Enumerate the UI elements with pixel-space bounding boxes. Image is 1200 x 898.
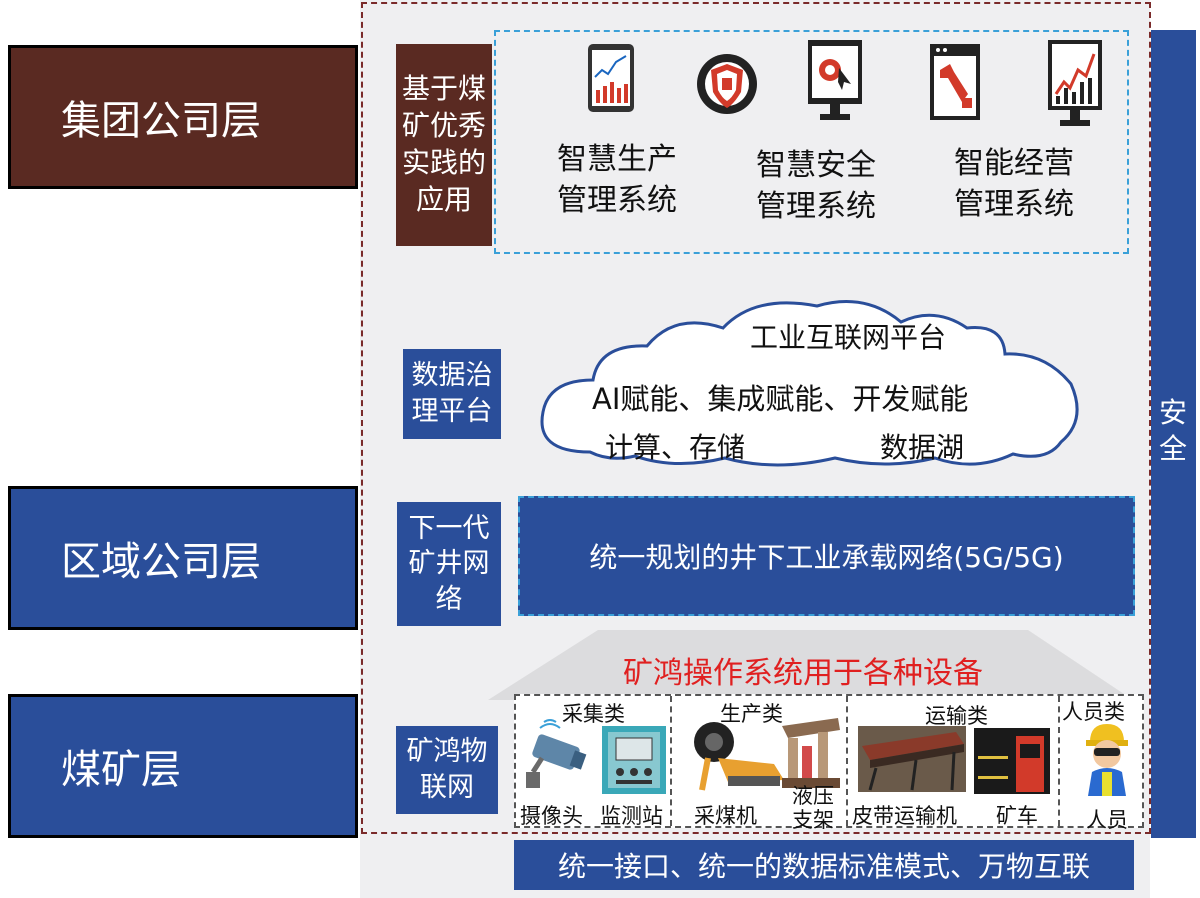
device-group-transport	[848, 696, 1060, 826]
cloud-compute-storage: 计算、存储	[605, 431, 746, 464]
camera-icon	[520, 718, 596, 794]
os-banner-shape	[488, 630, 1133, 700]
device-group-production	[672, 696, 848, 826]
category-collection: 采集类	[562, 702, 625, 726]
smart-safety-line1: 智慧安全	[756, 148, 876, 183]
monitoring-station-icon	[600, 724, 668, 800]
smart-production-line2: 管理系统	[557, 182, 677, 218]
smart-operation-line2: 管理系统	[954, 186, 1074, 222]
smart-safety-system: 智慧安全 管理系统	[731, 146, 901, 227]
monitor-gear-icon	[806, 38, 864, 128]
device-group-collection	[516, 696, 672, 826]
device-monitor-label: 监测站	[600, 804, 663, 828]
category-personnel: 人员类	[1062, 700, 1125, 724]
window-wrench-icon	[928, 42, 982, 126]
smart-safety-line2: 管理系统	[756, 188, 876, 224]
smart-operation-line1: 智能经营	[954, 146, 1074, 181]
category-transport: 运输类	[925, 704, 988, 728]
device-person-label: 人员	[1086, 808, 1128, 832]
category-production: 生产类	[720, 702, 783, 726]
device-camera-label: 摄像头	[520, 804, 583, 828]
bottom-banner: 统一接口、统一的数据标准模式、万物互联	[514, 840, 1134, 890]
smart-production-line1: 智慧生产	[557, 142, 677, 177]
cloud-data-lake: 数据湖	[880, 431, 965, 464]
belt-conveyor-icon	[856, 724, 968, 798]
device-conveyor-label: 皮带运输机	[852, 804, 957, 828]
group-company-layer: 集团公司层	[8, 45, 358, 189]
data-governance-platform-label: 数据治理平台	[403, 349, 501, 439]
smart-operation-system: 智能经营 管理系统	[929, 144, 1099, 225]
device-minecar-label: 矿车	[996, 804, 1038, 828]
shield-gear-icon	[694, 44, 760, 128]
practice-application-label: 基于煤矿优秀实践的应用	[396, 44, 492, 246]
region-company-layer: 区域公司层	[8, 486, 358, 630]
coal-mine-layer: 煤矿层	[8, 694, 358, 838]
smart-production-system: 智慧生产 管理系统	[532, 140, 702, 221]
device-shearer-label: 采煤机	[694, 804, 757, 828]
systems-box	[494, 30, 1129, 254]
mine-car-icon	[972, 726, 1052, 800]
shearer-icon	[688, 718, 788, 806]
tablet-chart-icon	[586, 42, 636, 118]
cloud-shape	[540, 300, 1079, 467]
os-banner-text: 矿鸿操作系统用于各种设备	[623, 656, 983, 691]
main-panel-dashed-border	[361, 2, 1151, 834]
network-banner: 统一规划的井下工业承载网络(5G/5G)	[518, 496, 1135, 616]
iot-label: 矿鸿物联网	[396, 726, 498, 814]
next-gen-network-label: 下一代矿井网络	[397, 502, 501, 626]
monitor-trend-icon	[1046, 38, 1104, 134]
cloud-title: 工业互联网平台	[750, 321, 947, 354]
hydraulic-support-icon	[778, 716, 844, 794]
device-hydraulic-label: 液压支架	[792, 784, 834, 833]
cloud-enablement: AI赋能、集成赋能、开发赋能	[592, 382, 969, 416]
worker-icon	[1078, 718, 1136, 800]
security-column	[1151, 30, 1196, 838]
security-label: 安全	[1158, 396, 1187, 466]
